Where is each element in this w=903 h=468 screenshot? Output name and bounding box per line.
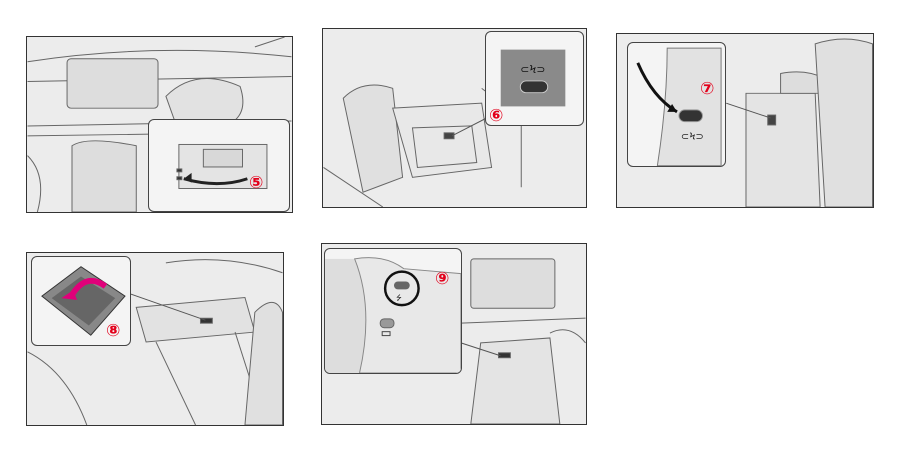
inset-usb-c-closeup-7: ⊂Ϟ⊃ ⑦ — [627, 42, 726, 167]
callout-5: ⑤ — [249, 173, 264, 193]
svg-text:⊂Ϟ⊃: ⊂Ϟ⊃ — [520, 63, 545, 76]
callout-9: ⑨ — [435, 269, 450, 289]
rear-seat-drawing — [726, 38, 873, 207]
illustration-center-console-usb: ⑧ — [26, 252, 284, 426]
front-console-drawing — [460, 258, 586, 424]
inset-usb-closeup-9: ⭍ ⑨ — [324, 248, 462, 374]
callout-8: ⑧ — [106, 321, 121, 341]
inset-usb-closeup-8: ⑧ — [31, 256, 131, 346]
inset-usb-closeup-5: ⑤ — [148, 119, 290, 212]
dashboard-drawing — [27, 37, 292, 212]
illustration-dashboard-front-usb: ⑤ — [26, 36, 293, 213]
illustration-console-box-usb: ⊂Ϟ⊃ ⑥ — [322, 28, 587, 208]
illustration-rear-seat-usb: ⊂Ϟ⊃ ⑦ — [616, 33, 874, 208]
svg-text:⊂Ϟ⊃: ⊂Ϟ⊃ — [681, 131, 704, 142]
callout-7: ⑦ — [700, 79, 715, 99]
center-console-drawing — [27, 259, 283, 425]
svg-text:⭍: ⭍ — [396, 294, 402, 302]
callout-6: ⑥ — [489, 106, 504, 126]
illustration-front-console-usb: ⭍ ⑨ — [321, 243, 587, 425]
inset-usb-c-closeup-6: ⊂Ϟ⊃ ⑥ — [485, 31, 584, 126]
